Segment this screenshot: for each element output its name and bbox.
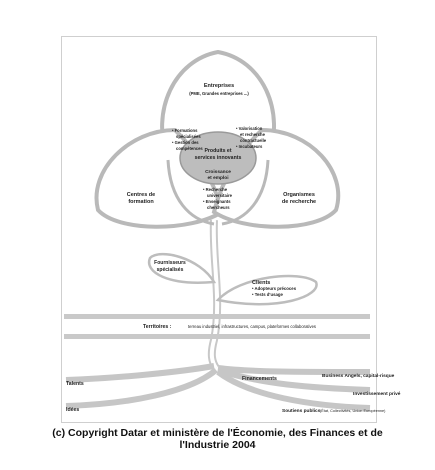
- left-item: • Formations: [172, 128, 198, 133]
- investissement-label: Investissement privé: [353, 391, 401, 397]
- croissance-line2: et emploi: [207, 175, 228, 181]
- right-item: contractuelle: [240, 138, 267, 143]
- clients-title: Clients: [252, 280, 270, 286]
- territoires-label: Territoires :: [143, 324, 172, 330]
- entreprises-subtitle: (PME, Grandes entreprises ...): [189, 91, 249, 96]
- bottom-item: universitaire: [207, 193, 233, 198]
- flow-talents: [65, 363, 215, 383]
- idees-label: Idées: [66, 407, 79, 413]
- right-item: • Valorisation: [236, 126, 263, 131]
- right-item: • Incubateurs: [236, 144, 263, 149]
- center-line1: Produits et: [204, 148, 231, 154]
- centres-line1: Centres de: [127, 192, 155, 198]
- caption-line1: (c) Copyright Datar et ministère de l'Éc…: [52, 427, 383, 439]
- financements-label: Financements: [242, 376, 277, 382]
- bottom-items: • Recherche universitaire • Enseignants …: [203, 187, 233, 210]
- left-items: • Formations spécialisées • Gestion des …: [172, 128, 203, 151]
- right-items: • Valorisation et recherche contractuell…: [236, 126, 267, 149]
- center-ellipse: [179, 131, 257, 185]
- clients-item2: • Tests d'usage: [252, 292, 283, 297]
- croissance-line1: Croissance: [205, 169, 231, 175]
- fournisseurs-line2: spécialisés: [157, 267, 184, 273]
- left-item: spécialisées: [176, 134, 201, 139]
- right-item: et recherche: [240, 132, 266, 137]
- fournisseurs-line1: Fournisseurs: [154, 260, 186, 266]
- bottom-item: • Recherche: [203, 187, 228, 192]
- soutiens-label: Soutiens publics: [282, 408, 321, 414]
- flow-investissement: [217, 367, 371, 393]
- entreprises-title: Entreprises: [204, 83, 234, 89]
- organismes-line1: Organismes: [283, 192, 315, 198]
- flow-idees: [65, 367, 218, 409]
- flow-soutiens: [216, 369, 371, 411]
- bottom-item: • Enseignants: [203, 199, 231, 204]
- clients-item1: • Adopteurs précoces: [252, 286, 297, 291]
- leaf-fournisseurs: [147, 252, 217, 284]
- centres-line2: formation: [128, 199, 154, 205]
- center-line2: services innovants: [195, 155, 242, 161]
- territoires-band-bottom: [64, 334, 370, 339]
- organismes-line2: de recherche: [282, 199, 316, 205]
- inner-overlap-left: [166, 159, 215, 226]
- soutiens-detail: (État, Collectivités, Union Européenne): [320, 408, 386, 413]
- territoires-band-top: [64, 314, 370, 319]
- caption-line2: l'Industrie 2004: [179, 439, 256, 451]
- bottom-item: chercheurs: [207, 205, 230, 210]
- territoires-text: terreau industriel, infrastructures, cam…: [188, 324, 316, 329]
- inner-overlap-right: [221, 159, 270, 226]
- figure-caption: (c) Copyright Datar et ministère de l'Éc…: [0, 427, 435, 451]
- talents-label: Talents: [66, 381, 84, 387]
- flow-business-angels: [217, 365, 371, 375]
- left-item: • Gestion des: [172, 140, 199, 145]
- business-angels-label: Business Angels, capital-risque: [322, 373, 395, 379]
- left-item: compétences: [176, 146, 203, 151]
- leaf-clients: [215, 274, 318, 306]
